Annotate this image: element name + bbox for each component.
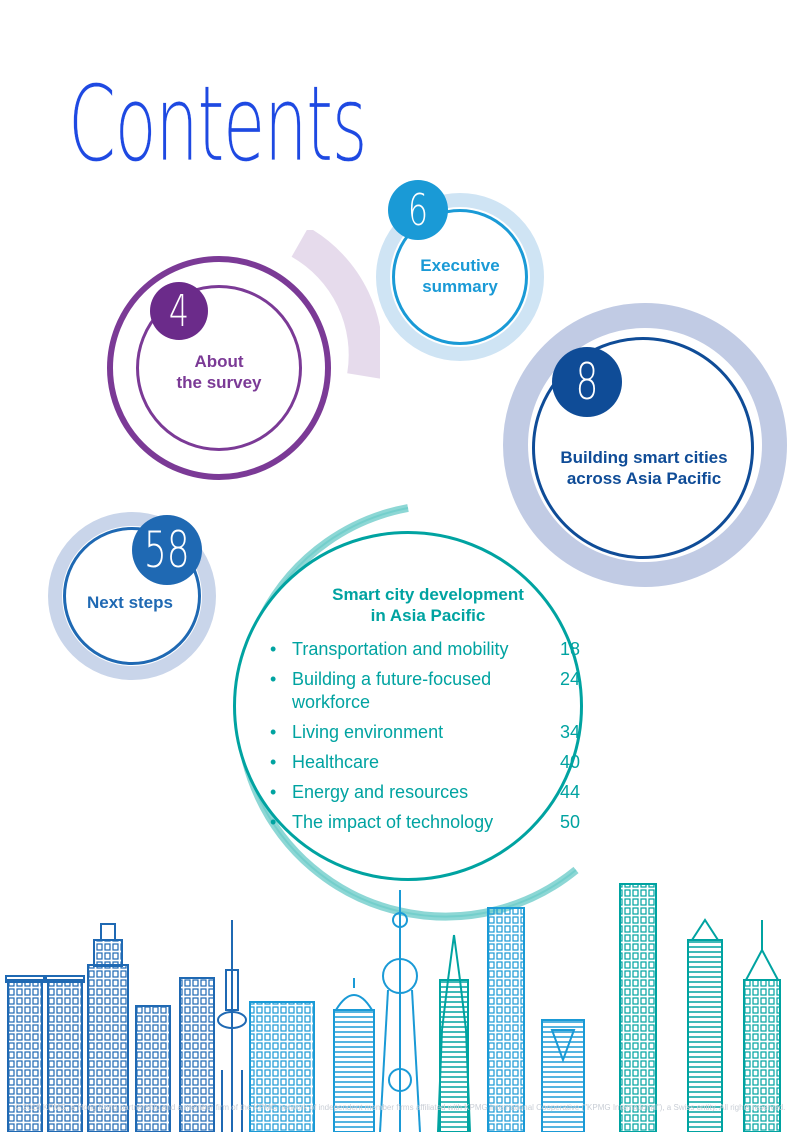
next-steps-page-number: 58 [132,515,202,585]
bullet: • [270,722,277,742]
toc-item-page: 40 [559,752,580,772]
executive-summary-page-number: 6 [388,180,448,240]
pagoda-tower [437,934,471,1132]
executive-summary-label: Executive summary [420,256,500,296]
about-survey-page-number: 4 [150,282,208,340]
city-skyline-illustration [5,883,781,1132]
bullet: • [270,782,277,802]
about-survey-outer-ring [107,256,331,480]
toc-item-page: 24 [559,669,580,689]
copyright-footer: © 2018 KPMG, a Hong Kong partnership and… [14,1103,786,1112]
toc-item-label: Living environment [292,722,444,742]
tall-teal-tower [619,883,657,1132]
building-6 [249,1001,315,1132]
bottle-opener-tower [541,1019,585,1132]
building-tower-1 [87,923,129,1132]
tv-tower [217,920,247,1132]
toc-item-page: 18 [559,639,580,659]
building-5 [179,977,215,1132]
about-survey-label: About the survey [176,352,262,392]
toc-item-label: Building a future-focused workforce [292,669,492,712]
next-steps-label: Next steps [87,593,173,612]
page-title: Contents [68,63,368,185]
smart-city-circle [233,531,583,881]
pearl-tower [379,890,421,1132]
building-left-2 [45,975,85,1132]
bullet: • [270,639,277,659]
toc-item-label: Transportation and mobility [292,639,509,659]
toc-item-page: 34 [559,722,580,742]
building-label: Building smart cities across Asia Pacifi… [560,448,728,488]
skyscraper-1 [487,907,525,1132]
building-4 [135,1005,171,1132]
toc-item-label: Healthcare [292,752,380,772]
toc-item-page: 50 [559,812,580,832]
building-page-number: 8 [552,347,622,417]
smart-city-title: Smart city development in Asia Pacific [332,585,524,625]
about-survey-accent-arc [291,230,380,379]
building-left-1 [5,975,45,1132]
bullet: • [270,812,277,832]
spire-tower [743,920,781,1132]
bullet: • [270,752,277,772]
toc-item-label: The impact of technology [292,812,494,832]
smart-city-topic-list: • Transportation and mobility 18 • Build… [270,638,580,838]
two-ifc-tower [687,918,723,1132]
toc-item-page: 44 [559,782,580,802]
toc-item-label: Energy and resources [292,782,469,802]
domed-building [333,978,375,1132]
bullet: • [270,669,277,689]
